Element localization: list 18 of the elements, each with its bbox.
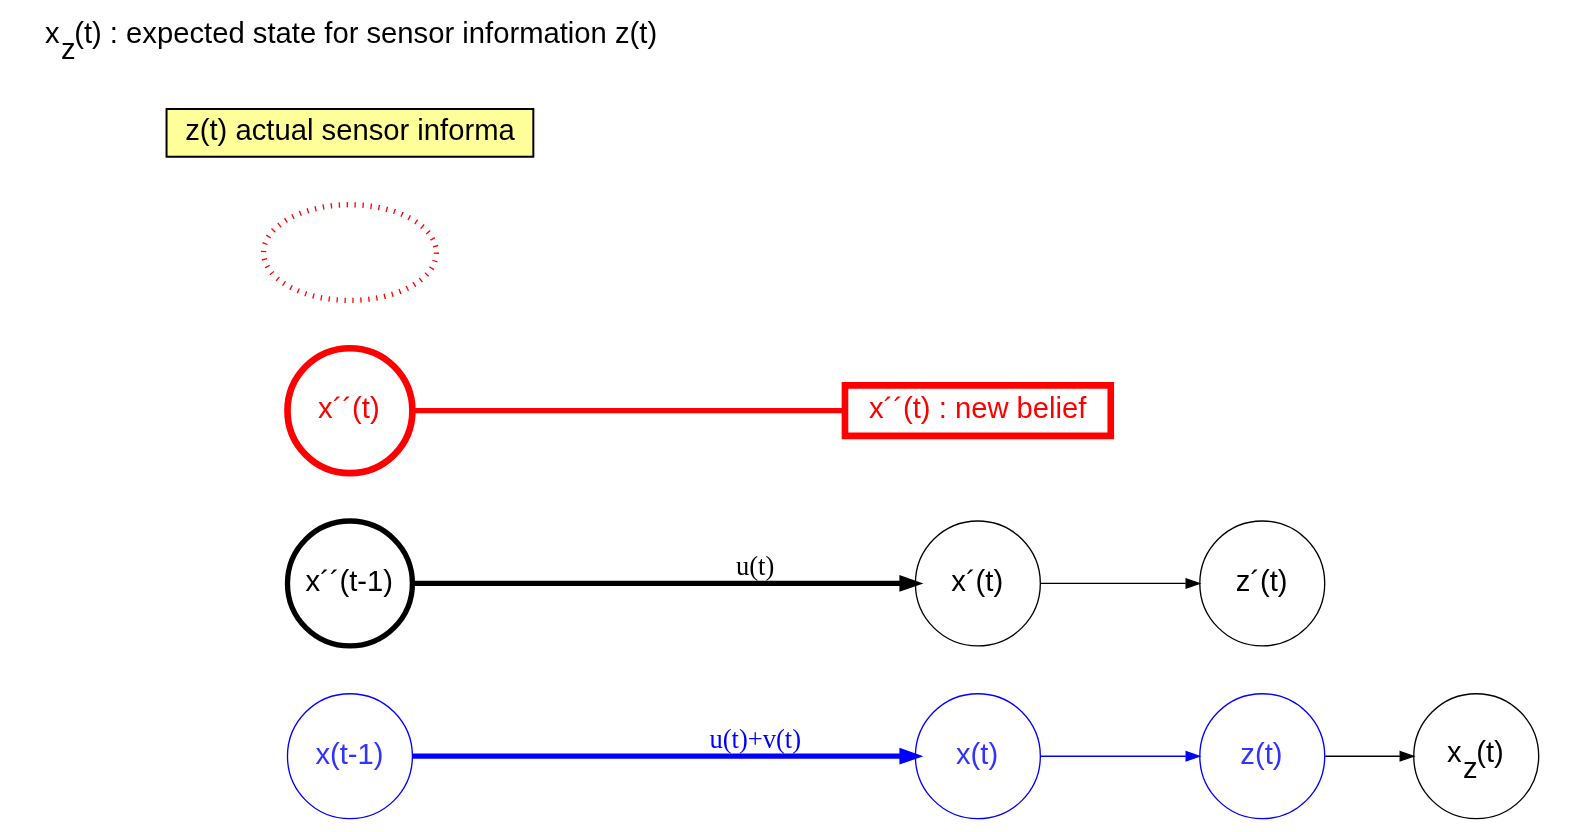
node-box: z(t) actual sensor informa xyxy=(165,108,534,158)
node-circle: x´´(t-1) xyxy=(284,518,415,649)
arrow xyxy=(412,747,923,765)
node-circle: z(t) xyxy=(1198,693,1325,820)
edge-label: u(t)+v(t) xyxy=(708,724,801,755)
node-circle: x´(t) xyxy=(914,520,1041,647)
node-box: x´´(t) : new belief xyxy=(841,382,1114,440)
node-circle: x´´(t) xyxy=(283,344,416,477)
edge-label: u(t) xyxy=(735,551,774,582)
arrow xyxy=(412,575,923,592)
arrow xyxy=(1324,750,1415,762)
arrow xyxy=(1039,750,1201,762)
connector xyxy=(412,408,845,414)
node-circle: z´(t) xyxy=(1198,520,1325,647)
node-circle: x(t) xyxy=(914,693,1041,820)
node-ellipse xyxy=(260,202,439,304)
arrow xyxy=(1039,577,1201,590)
node-circle: x(t-1) xyxy=(286,693,413,820)
